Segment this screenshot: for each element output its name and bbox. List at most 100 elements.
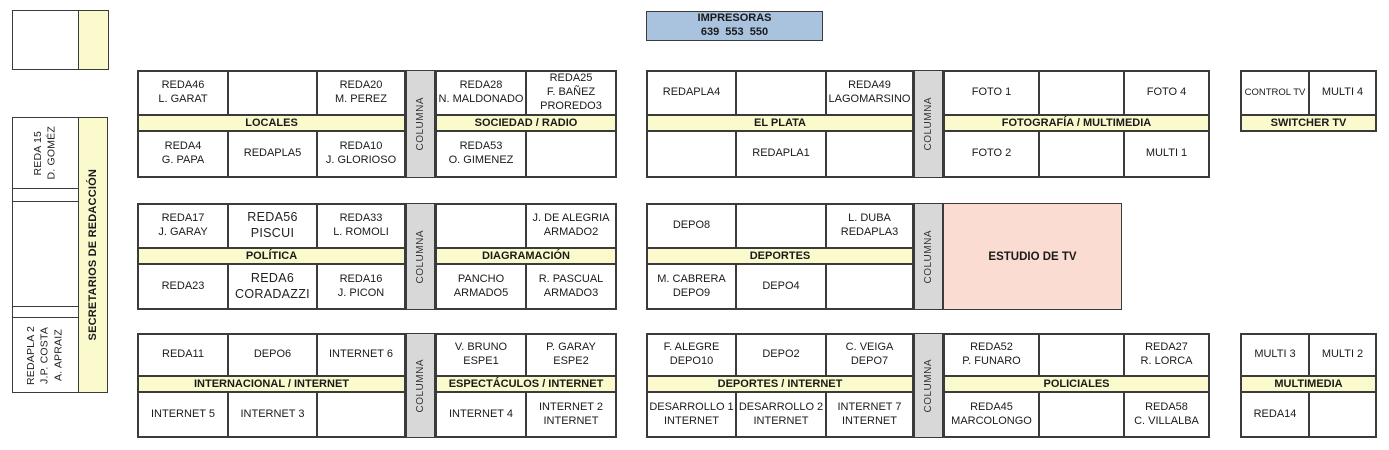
desk-cell [526, 131, 616, 177]
desk-reda15-label: REDA 15 D. GOMÉZ [31, 126, 58, 180]
section-header: MULTIMEDIA [1241, 376, 1376, 392]
desk-cell: REDA20 M. PEREZ [317, 71, 405, 115]
desk-cell: INTERNET 6 [317, 334, 405, 376]
printers-box: IMPRESORAS 639 553 550 [646, 11, 823, 41]
desk-cell: REDA49 LAGOMARSINO [826, 71, 913, 115]
desk-cell: REDA52 P. FUNARO [944, 334, 1039, 376]
left-divider-box-1 [12, 188, 79, 202]
section-header: EL PLATA [647, 115, 913, 131]
section-politica: REDA17 J. GARAY REDA56 PISCUI REDA33 L. … [137, 203, 406, 310]
entrance-box-white [13, 11, 79, 69]
desk-cell: REDA58 C. VILLALBA [1124, 392, 1209, 437]
section-locales: REDA46 L. GARAT REDA20 M. PEREZ LOCALES … [137, 70, 406, 178]
columna-label: COLUMNA [923, 229, 934, 284]
desk-cell [1039, 392, 1124, 437]
tv-studio-label: ESTUDIO DE TV [988, 250, 1077, 263]
desk-cell: REDA10 J. GLORIOSO [317, 131, 405, 177]
desk-cell: DEPO8 [647, 204, 736, 248]
desk-cell: REDA11 [138, 334, 228, 376]
desk-cell: REDAPLA5 [228, 131, 317, 177]
desk-cell: PANCHO ARMADO5 [436, 264, 526, 309]
desk-cell [736, 204, 826, 248]
desk-cell: REDA46 L. GARAT [138, 71, 228, 115]
section-espectaculos-internet: V. BRUNO ESPE1 P. GARAY ESPE2 ESPECTÁCUL… [435, 333, 617, 438]
section-deportes: DEPO8 L. DUBA REDAPLA3 DEPORTES M. CABRE… [646, 203, 914, 310]
secretarios-label: SECRETARIOS DE REDACCIÓN [86, 169, 99, 341]
desk-cell [317, 392, 405, 437]
desk-cell: INTERNET 2 INTERNET [526, 392, 616, 437]
desk-cell: INTERNET 7 INTERNET [826, 392, 913, 437]
desk-cell: INTERNET 3 [228, 392, 317, 437]
section-diagramacion: J. DE ALEGRIA ARMADO2 DIAGRAMACIÓN PANCH… [435, 203, 617, 310]
desk-cell [647, 131, 736, 177]
desk-cell: FOTO 1 [944, 71, 1039, 115]
section-header: POLICIALES [944, 376, 1209, 392]
section-internacional-internet: REDA11 DEPO6 INTERNET 6 INTERNACIONAL / … [137, 333, 406, 438]
desk-cell: REDA53 O. GIMENEZ [436, 131, 526, 177]
section-policiales: REDA52 P. FUNARO REDA27 R. LORCA POLICIA… [943, 333, 1210, 438]
columna-pillar: COLUMNA [406, 333, 435, 438]
desk-cell: FOTO 2 [944, 131, 1039, 177]
desk-cell: F. ALEGRE DEPO10 [647, 334, 736, 376]
section-header: DEPORTES [647, 248, 913, 264]
desk-cell [736, 71, 826, 115]
columna-label: COLUMNA [923, 97, 934, 151]
desk-cell: INTERNET 4 [436, 392, 526, 437]
desk-cell: REDA28 N. MALDONADO [436, 71, 526, 115]
printers-numbers: 639 553 550 [700, 26, 769, 38]
desk-cell: DESARROLLO 2 INTERNET [736, 392, 826, 437]
desk-cell: REDA14 [1241, 392, 1309, 437]
desk-cell: CONTROL TV [1241, 71, 1309, 115]
section-header: INTERNACIONAL / INTERNET [138, 376, 405, 392]
entrance-box-yellow [79, 11, 108, 69]
desk-cell: M. CABRERA DEPO9 [647, 264, 736, 309]
desk-cell: REDA17 J. GARAY [138, 204, 228, 248]
columna-pillar: COLUMNA [914, 70, 943, 178]
section-header: DEPORTES / INTERNET [647, 376, 913, 392]
desk-cell: V. BRUNO ESPE1 [436, 334, 526, 376]
left-empty-box [12, 201, 79, 307]
tv-studio-box: ESTUDIO DE TV [943, 203, 1122, 310]
desk-cell [1039, 71, 1124, 115]
section-header: FOTOGRAFÍA / MULTIMEDIA [944, 115, 1209, 131]
secretarios-bar: SECRETARIOS DE REDACCIÓN [78, 117, 108, 393]
desk-cell: MULTI 2 [1309, 334, 1376, 376]
desk-cell [1039, 334, 1124, 376]
section-sociedad-radio: REDA28 N. MALDONADO REDA25 F. BAÑEZ PROR… [435, 70, 617, 178]
columna-pillar: COLUMNA [406, 70, 435, 178]
desk-cell: J. DE ALEGRIA ARMADO2 [526, 204, 616, 248]
desk-cell: MULTI 1 [1124, 131, 1209, 177]
section-switcher-tv: CONTROL TV MULTI 4 SWITCHER TV [1240, 70, 1377, 132]
desk-cell: MULTI 3 [1241, 334, 1309, 376]
section-header: SWITCHER TV [1241, 115, 1376, 131]
section-multimedia: MULTI 3 MULTI 2 MULTIMEDIA REDA14 [1240, 333, 1377, 438]
section-header: POLÍTICA [138, 248, 405, 264]
desk-cell: REDA4 G. PAPA [138, 131, 228, 177]
desk-cell: L. DUBA REDAPLA3 [826, 204, 913, 248]
desk-cell: C. VEIGA DEPO7 [826, 334, 913, 376]
desk-cell: INTERNET 5 [138, 392, 228, 437]
columna-pillar: COLUMNA [914, 203, 943, 310]
desk-cell [436, 204, 526, 248]
desk-reda15: REDA 15 D. GOMÉZ [12, 117, 79, 189]
desk-cell: REDA33 L. ROMOLI [317, 204, 405, 248]
desk-cell [1039, 131, 1124, 177]
printers-title: IMPRESORAS [697, 12, 772, 25]
section-el-plata: REDAPLA4 REDA49 LAGOMARSINO EL PLATA RED… [646, 70, 914, 178]
desk-cell: DEPO6 [228, 334, 317, 376]
entrance-box [12, 10, 109, 70]
desk-cell [826, 131, 913, 177]
section-header: DIAGRAMACIÓN [436, 248, 616, 264]
desk-cell: R. PASCUAL ARMADO3 [526, 264, 616, 309]
section-fotografia-multimedia: FOTO 1 FOTO 4 FOTOGRAFÍA / MULTIMEDIA FO… [943, 70, 1210, 178]
desk-cell: REDAPLA1 [736, 131, 826, 177]
section-header: SOCIEDAD / RADIO [436, 115, 616, 131]
desk-cell: DESARROLLO 1 INTERNET [647, 392, 736, 437]
desk-redapla2: REDAPLA 2 J.P. COSTA A. APRAIZ [12, 317, 79, 393]
columna-label: COLUMNA [415, 229, 426, 284]
desk-cell: MULTI 4 [1309, 71, 1376, 115]
desk-cell: REDA25 F. BAÑEZ PROREDO3 [526, 71, 616, 115]
desk-cell: REDA56 PISCUI [228, 204, 317, 248]
columna-pillar: COLUMNA [914, 333, 943, 438]
